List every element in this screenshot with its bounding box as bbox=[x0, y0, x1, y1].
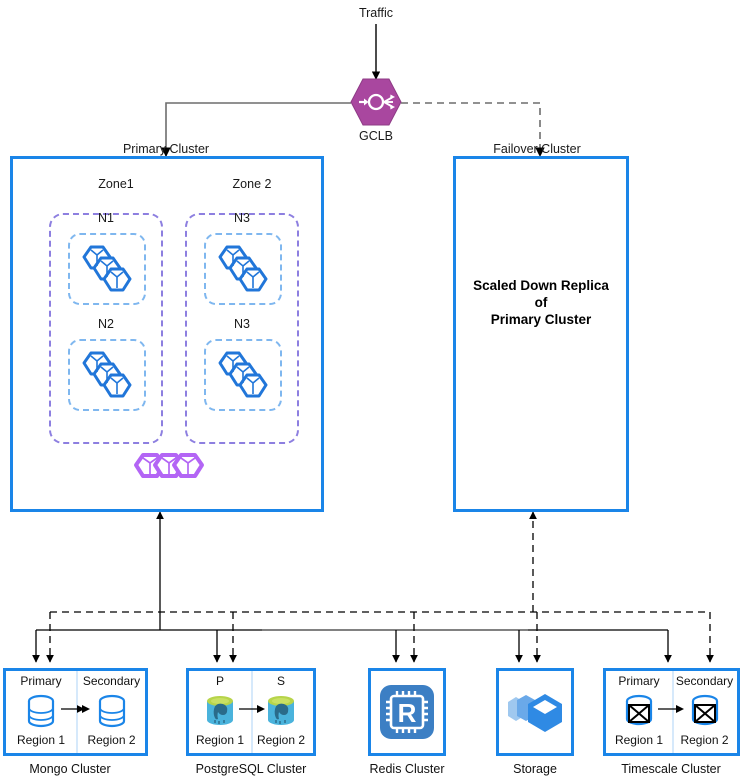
failover-line-2: of bbox=[534, 295, 548, 310]
node-box-n3b bbox=[204, 339, 282, 411]
mongo-cluster-box[interactable]: Primary Region 1 Secondary Region 2 bbox=[3, 668, 148, 756]
timescale-primary-title: Primary bbox=[618, 674, 660, 688]
storage-box[interactable] bbox=[496, 668, 574, 756]
postgres-primary-title: P bbox=[215, 674, 224, 688]
failover-cluster-box[interactable]: Scaled Down Replica of Primary Cluster bbox=[453, 156, 629, 512]
redis-icon-wrap: R bbox=[371, 671, 443, 753]
edge-gclb-to-failover bbox=[401, 102, 545, 157]
pods-icon-n3a bbox=[215, 243, 271, 295]
node-n1-label: N1 bbox=[98, 211, 114, 225]
node-box-n3a bbox=[204, 233, 282, 305]
zone1-label: Zone1 bbox=[98, 177, 134, 191]
mongo-secondary-title: Secondary bbox=[82, 674, 141, 688]
postgres-secondary-region: Region 2 bbox=[256, 733, 306, 747]
primary-cluster-box[interactable]: Zone1 N1 N2 bbox=[10, 156, 324, 512]
mongo-primary-half: Primary Region 1 bbox=[6, 671, 78, 753]
postgresql-elephant-icon bbox=[207, 695, 233, 725]
mongo-secondary-half: Secondary Region 2 bbox=[78, 671, 145, 753]
node-box-n1 bbox=[68, 233, 146, 305]
postgresql-cluster-box[interactable]: P Region 1 S bbox=[186, 668, 316, 756]
database-cylinder-icon bbox=[98, 694, 125, 727]
failover-line-3: Primary Cluster bbox=[490, 312, 592, 327]
postgres-primary-half: P Region 1 bbox=[189, 671, 253, 753]
database-cylinder-icon bbox=[27, 694, 55, 727]
postgres-secondary-half: S Region 2 bbox=[249, 671, 313, 753]
node-n3b-label: N3 bbox=[234, 317, 250, 331]
gclb-node[interactable] bbox=[350, 78, 402, 126]
postgresql-cluster-caption: PostgreSQL Cluster bbox=[195, 762, 307, 776]
edge-gclb-to-primary bbox=[161, 102, 351, 157]
gclb-label: GCLB bbox=[358, 129, 394, 143]
purple-pods-icon bbox=[131, 451, 209, 489]
timescale-primary-half: Primary Region 1 bbox=[606, 671, 674, 753]
redis-cluster-caption: Redis Cluster bbox=[369, 762, 445, 776]
mongo-primary-title: Primary bbox=[20, 674, 62, 688]
timescale-secondary-half: Secondary Region 2 bbox=[672, 671, 737, 753]
timescale-secondary-region: Region 2 bbox=[680, 733, 729, 747]
timescale-cylinder-icon bbox=[691, 694, 718, 725]
node-n3a-label: N3 bbox=[234, 211, 250, 225]
pods-icon-n3b bbox=[215, 349, 271, 401]
postgres-secondary-title: S bbox=[276, 674, 285, 688]
primary-cluster-label: Primary Cluster bbox=[122, 142, 210, 156]
timescale-secondary-title: Secondary bbox=[675, 674, 734, 688]
redis-cluster-box[interactable]: R bbox=[368, 668, 446, 756]
zone-box-1 bbox=[49, 213, 163, 444]
traffic-label: Traffic bbox=[358, 6, 394, 20]
mongo-primary-region: Region 1 bbox=[16, 733, 66, 747]
pods-icon-n2 bbox=[79, 349, 135, 401]
pods-icon-n1 bbox=[79, 243, 135, 295]
postgres-primary-region: Region 1 bbox=[195, 733, 245, 747]
mongo-secondary-region: Region 2 bbox=[87, 733, 136, 747]
load-balancer-icon bbox=[350, 78, 402, 126]
storage-caption: Storage bbox=[513, 762, 557, 776]
timescale-cluster-caption: Timescale Cluster bbox=[621, 762, 721, 776]
storage-cubes-icon bbox=[508, 694, 562, 732]
failover-cluster-label: Failover Cluster bbox=[493, 142, 581, 156]
redis-chip-icon: R bbox=[380, 685, 434, 739]
timescale-cluster-box[interactable]: Primary Region 1 Secondary Region 2 bbox=[603, 668, 740, 756]
timescale-primary-region: Region 1 bbox=[614, 733, 664, 747]
node-n2-label: N2 bbox=[98, 317, 114, 331]
timescale-cylinder-icon bbox=[625, 694, 653, 725]
zone-box-2 bbox=[185, 213, 299, 444]
zone2-label: Zone 2 bbox=[232, 177, 272, 191]
svg-text:R: R bbox=[398, 698, 417, 728]
postgresql-elephant-icon bbox=[268, 695, 294, 725]
failover-line-1: Scaled Down Replica bbox=[473, 278, 609, 293]
storage-icon-wrap bbox=[499, 671, 571, 753]
mongo-cluster-caption: Mongo Cluster bbox=[29, 762, 111, 776]
node-box-n2 bbox=[68, 339, 146, 411]
